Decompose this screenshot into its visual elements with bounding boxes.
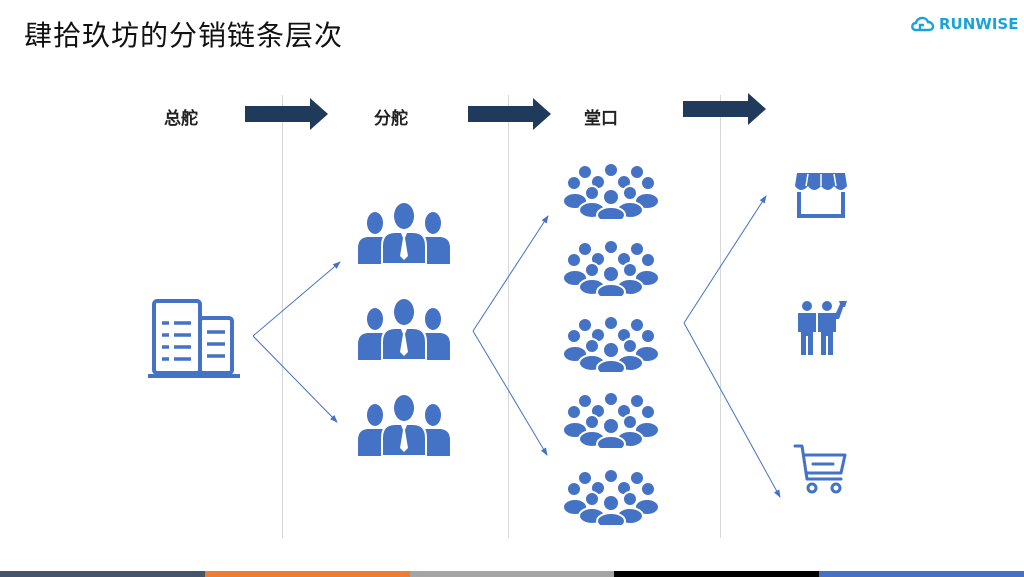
storefront-icon [795, 173, 847, 218]
crowd-icon [563, 392, 659, 448]
connector-line [683, 322, 781, 498]
crowd-icon [563, 163, 659, 219]
connector-line [472, 330, 548, 456]
team-icon [358, 395, 450, 456]
flow-arrow [245, 98, 328, 130]
page-title: 肆拾玖坊的分销链条层次 [24, 19, 344, 52]
footer-segment [614, 571, 820, 577]
footer-segment [204, 571, 410, 577]
connector-line [472, 215, 549, 332]
crowd-icon [563, 316, 659, 372]
connector-line [683, 195, 767, 324]
cloud-icon [911, 16, 935, 32]
team-icon [358, 299, 450, 360]
level-label-hall: 堂口 [584, 109, 618, 129]
footer-segment [409, 571, 615, 577]
shopping-cart-icon [793, 444, 847, 494]
crowd-icon [563, 240, 659, 296]
footer-segment [0, 571, 205, 577]
building-icon [148, 299, 240, 378]
connector-line [252, 335, 338, 423]
footer-segment [819, 571, 1024, 577]
connector-line [252, 261, 341, 337]
runwise-logo: RUNWISE [910, 12, 1018, 36]
column-divider [508, 95, 509, 538]
level-label-hq: 总舵 [164, 109, 198, 129]
column-divider [720, 95, 721, 538]
logo-text: RUNWISE [939, 15, 1019, 33]
flow-arrow [468, 98, 551, 130]
column-divider [282, 95, 283, 538]
crowd-icon [563, 469, 659, 525]
flow-arrow [683, 93, 766, 125]
team-icon [358, 203, 450, 264]
level-label-branch: 分舵 [374, 109, 408, 129]
footer-color-bar [0, 571, 1024, 577]
people-cheers-icon [798, 301, 847, 355]
